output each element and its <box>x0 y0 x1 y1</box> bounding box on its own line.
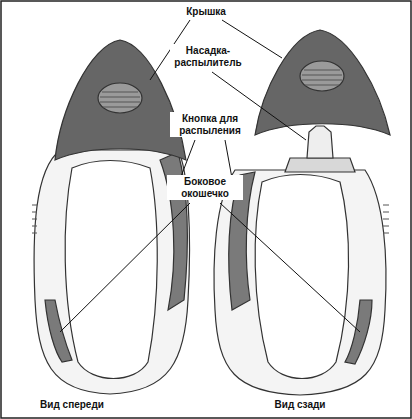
back-view-device <box>214 30 390 395</box>
view-caption: Вид сзади <box>253 398 347 412</box>
leader-lines <box>60 20 360 332</box>
part-label: Насадка-распылитель <box>170 44 246 69</box>
part-label: Крышка <box>174 5 238 19</box>
view-caption: Вид спереди <box>25 398 119 412</box>
part-label: Кнопка для распыления <box>170 112 250 137</box>
part-label: Боковое окошечко <box>167 175 243 200</box>
front-view-device <box>32 40 190 394</box>
